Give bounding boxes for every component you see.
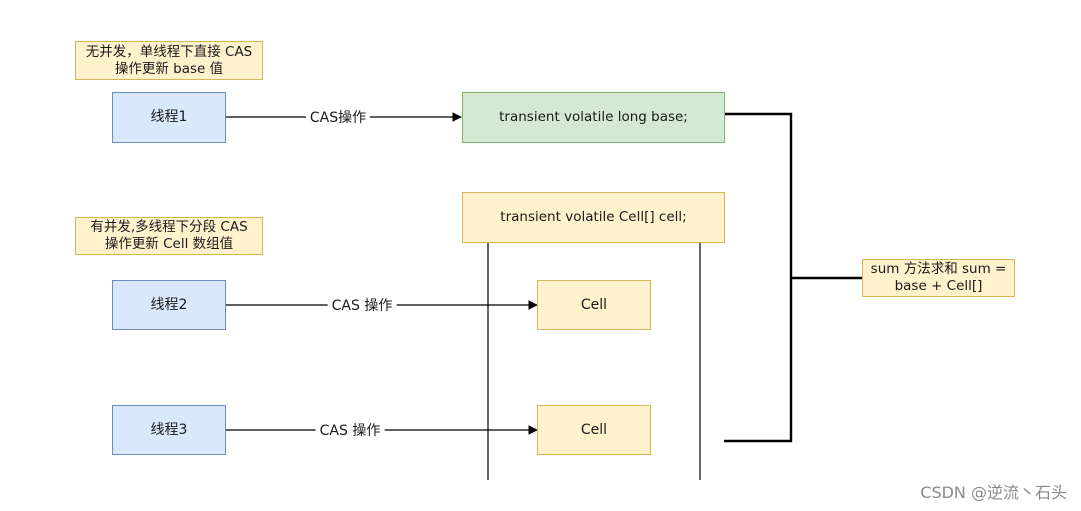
note-no-concurrency-line2: 操作更新 base 值 (114, 60, 224, 77)
cell-node-1[interactable]: Cell (537, 280, 651, 330)
watermark: CSDN @逆流丶石头 (920, 483, 1067, 502)
note-no-concurrency-line1: 无并发，单线程下直接 CAS (85, 43, 253, 60)
sum-node[interactable]: sum 方法求和 sum = base + Cell[] (862, 259, 1015, 297)
thread-3-node[interactable]: 线程3 (112, 405, 226, 455)
thread-1-node[interactable]: 线程1 (112, 92, 226, 143)
note-with-concurrency: 有并发,多线程下分段 CAS 操作更新 Cell 数组值 (75, 217, 263, 255)
note-with-concurrency-line1: 有并发,多线程下分段 CAS (90, 219, 248, 236)
sum-node-line1: sum 方法求和 sum = (870, 261, 1007, 278)
cell-array-node[interactable]: transient volatile Cell[] cell; (462, 192, 725, 243)
thread-2-node[interactable]: 线程2 (112, 280, 226, 330)
cell-node-2[interactable]: Cell (537, 405, 651, 455)
note-with-concurrency-line2: 操作更新 Cell 数组值 (104, 236, 234, 252)
edge-label-thread2: CAS 操作 (327, 295, 397, 315)
note-no-concurrency: 无并发，单线程下直接 CAS 操作更新 base 值 (75, 41, 263, 80)
base-field-node[interactable]: transient volatile long base; (462, 92, 725, 143)
sum-bracket (724, 112, 793, 443)
edge-label-thread1: CAS操作 (305, 107, 371, 127)
sum-node-line2: base + Cell[] (894, 278, 983, 294)
edge-label-thread3: CAS 操作 (315, 420, 385, 440)
